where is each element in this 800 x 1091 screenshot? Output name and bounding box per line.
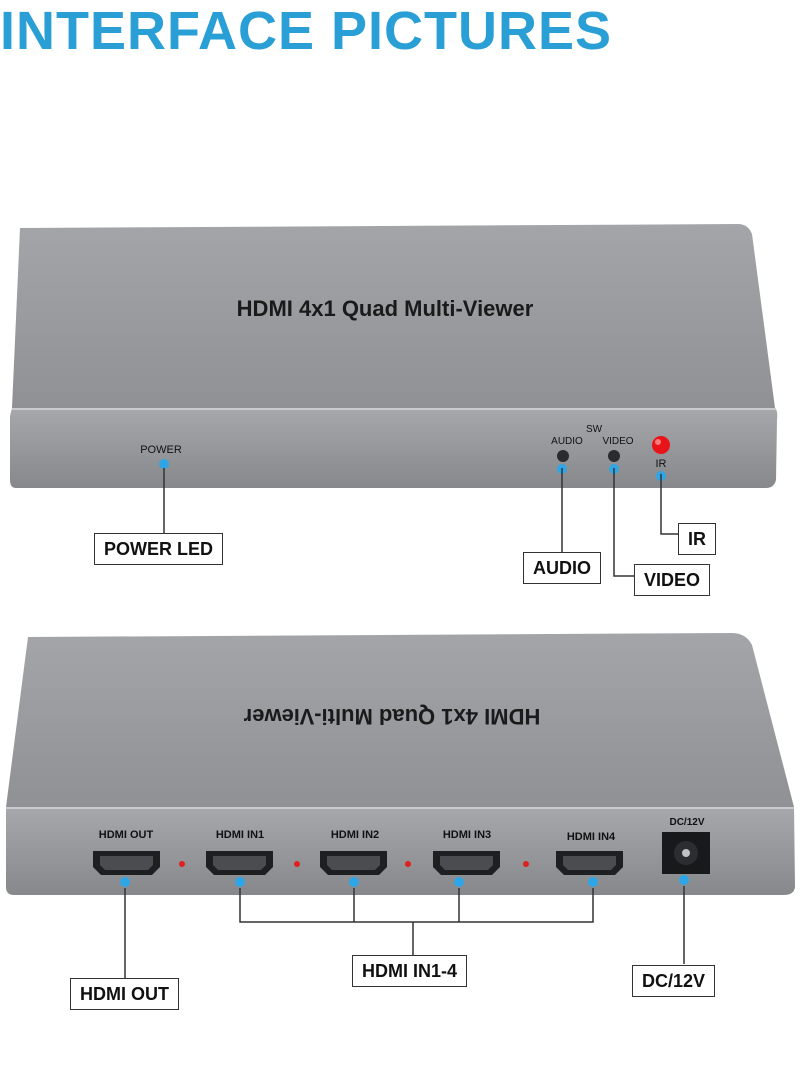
hdmi-in3-indicator-dot	[454, 877, 464, 887]
hdmi-in2-port	[320, 851, 387, 875]
video-button	[608, 450, 620, 462]
back-device-top	[6, 633, 794, 807]
callout-audio: AUDIO	[523, 552, 601, 584]
status-led-1	[179, 861, 185, 867]
page-title: INTERFACE PICTURES	[0, 1, 613, 61]
callout-dc: DC/12V	[632, 965, 716, 997]
hdmi-out-port	[93, 851, 160, 875]
callout-video: VIDEO	[634, 564, 711, 596]
front-device-illustration: HDMI 4x1 Quad Multi-Viewer POWER SW AUDI…	[10, 224, 778, 488]
dc-indicator-dot	[679, 875, 689, 885]
front-device-top	[12, 224, 775, 408]
status-led-4	[523, 861, 529, 867]
ir-sensor	[652, 436, 670, 454]
sw-label: SW	[586, 424, 603, 435]
port-label-hdmi-in1: HDMI IN1	[216, 829, 264, 841]
dc-label: DC/12V	[669, 817, 704, 828]
hdmi-in1-port	[206, 851, 273, 875]
status-led-2	[294, 861, 300, 867]
power-led-dot	[159, 459, 169, 469]
hdmi-in1-indicator-dot	[235, 877, 245, 887]
video-label: VIDEO	[602, 436, 633, 447]
hdmi-in4-port	[556, 851, 623, 875]
ir-label: IR	[656, 458, 667, 470]
front-device-face	[10, 408, 778, 488]
callout-hdmi-in: HDMI IN1-4	[352, 955, 468, 987]
power-label: POWER	[140, 444, 182, 456]
callout-ir: IR	[678, 523, 716, 555]
back-product-name: HDMI 4x1 Quad Multi-Viewer	[243, 704, 540, 729]
dc-power-jack	[662, 832, 710, 874]
port-label-hdmi-out: HDMI OUT	[99, 829, 154, 841]
hdmi-in4-indicator-dot	[588, 877, 598, 887]
port-label-hdmi-in4: HDMI IN4	[567, 831, 616, 843]
back-device-illustration: HDMI 4x1 Quad Multi-Viewer HDMI OUT HDMI…	[6, 633, 795, 895]
callout-power-led: POWER LED	[94, 533, 224, 565]
back-callout-lines	[124, 886, 685, 978]
front-callout-lines	[163, 468, 678, 577]
hdmi-in2-indicator-dot	[349, 877, 359, 887]
hdmi-out-indicator-dot	[120, 877, 130, 887]
port-label-hdmi-in3: HDMI IN3	[443, 829, 491, 841]
front-product-name: HDMI 4x1 Quad Multi-Viewer	[237, 296, 534, 321]
audio-label: AUDIO	[551, 436, 583, 447]
callout-hdmi-out: HDMI OUT	[70, 978, 179, 1010]
audio-button	[557, 450, 569, 462]
hdmi-in3-port	[433, 851, 500, 875]
status-led-3	[405, 861, 411, 867]
port-label-hdmi-in2: HDMI IN2	[331, 829, 379, 841]
